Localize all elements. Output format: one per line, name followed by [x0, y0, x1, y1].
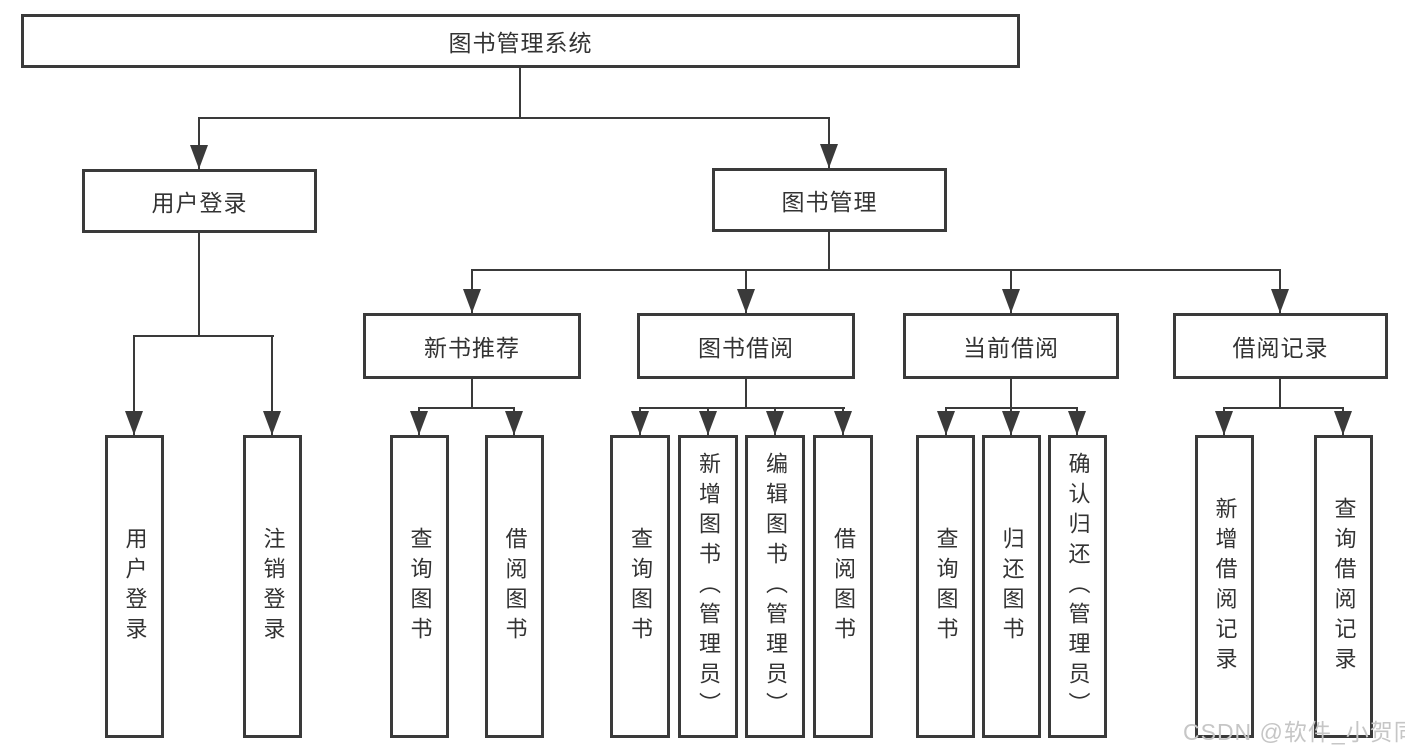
connector-line — [828, 232, 830, 271]
node-user-login-label: 用户登录 — [151, 190, 248, 216]
arrow-down-icon — [699, 411, 717, 435]
connector-line — [198, 117, 830, 119]
connector-line — [418, 407, 515, 409]
arrow-down-icon — [125, 411, 143, 435]
arrow-down-icon — [505, 411, 523, 435]
node-new-book-recommend: 新书推荐 — [363, 313, 581, 379]
leaf-current-query-books-label: 查询图书 — [933, 526, 959, 647]
arrow-down-icon — [1271, 289, 1289, 313]
connector-line — [1223, 407, 1344, 409]
connector-line — [519, 68, 521, 118]
arrow-down-icon — [263, 411, 281, 435]
arrow-down-icon — [1334, 411, 1352, 435]
connector-line — [639, 407, 845, 409]
leaf-borrowing-edit-books-admin-label: 编辑图书（管理员） — [763, 451, 788, 722]
leaf-logout-label: 注销登录 — [260, 526, 286, 647]
arrow-down-icon — [737, 289, 755, 313]
node-book-borrowing: 图书借阅 — [637, 313, 855, 379]
leaf-borrowing-borrow-books-label: 借阅图书 — [831, 526, 856, 647]
connector-line — [471, 379, 473, 409]
arrow-down-icon — [631, 411, 649, 435]
leaf-newrec-query-books: 查询图书 — [390, 435, 449, 738]
node-current-borrowing-label: 当前借阅 — [963, 335, 1059, 361]
connector-line — [745, 379, 747, 409]
connector-line — [1279, 379, 1281, 409]
leaf-newrec-query-books-label: 查询图书 — [407, 526, 433, 647]
node-borrow-records: 借阅记录 — [1173, 313, 1388, 379]
arrow-down-icon — [410, 411, 428, 435]
arrow-down-icon — [1068, 411, 1086, 435]
arrow-down-icon — [937, 411, 955, 435]
leaf-records-query-record-label: 查询借阅记录 — [1331, 496, 1357, 677]
leaf-borrowing-query-books: 查询图书 — [610, 435, 670, 738]
leaf-records-add-record-label: 新增借阅记录 — [1212, 496, 1238, 677]
arrow-down-icon — [820, 144, 838, 168]
leaf-records-query-record: 查询借阅记录 — [1314, 435, 1373, 738]
connector-line — [198, 117, 200, 169]
connector-line — [133, 335, 274, 337]
connector-line — [1010, 379, 1012, 409]
arrow-down-icon — [1002, 411, 1020, 435]
leaf-records-add-record: 新增借阅记录 — [1195, 435, 1254, 738]
node-book-management-label: 图书管理 — [781, 189, 878, 215]
leaf-borrowing-query-books-label: 查询图书 — [628, 526, 653, 647]
connector-line — [828, 117, 830, 168]
node-new-book-recommend-label: 新书推荐 — [424, 335, 520, 361]
leaf-logout: 注销登录 — [243, 435, 302, 738]
watermark: CSDN @软件_小贺同学 — [1183, 719, 1405, 745]
leaf-user-login: 用户登录 — [105, 435, 164, 738]
node-root-system-label: 图书管理系统 — [448, 30, 593, 56]
connector-line — [133, 335, 135, 435]
leaf-borrowing-edit-books-admin: 编辑图书（管理员） — [745, 435, 805, 738]
node-root-system: 图书管理系统 — [21, 14, 1020, 68]
leaf-newrec-borrow-books-label: 借阅图书 — [502, 526, 528, 647]
arrow-down-icon — [1215, 411, 1233, 435]
leaf-borrowing-add-books-admin-label: 新增图书（管理员） — [696, 451, 721, 722]
arrow-down-icon — [1002, 289, 1020, 313]
node-current-borrowing: 当前借阅 — [903, 313, 1119, 379]
leaf-current-confirm-return-admin: 确认归还（管理员） — [1048, 435, 1107, 738]
leaf-current-confirm-return-admin-label: 确认归还（管理员） — [1065, 451, 1091, 722]
leaf-user-login-label: 用户登录 — [122, 526, 148, 647]
leaf-current-return-books-label: 归还图书 — [999, 526, 1025, 647]
leaf-borrowing-add-books-admin: 新增图书（管理员） — [678, 435, 738, 738]
leaf-current-query-books: 查询图书 — [916, 435, 975, 738]
node-user-login: 用户登录 — [82, 169, 317, 233]
arrow-down-icon — [766, 411, 784, 435]
node-borrow-records-label: 借阅记录 — [1232, 335, 1329, 361]
arrow-down-icon — [834, 411, 852, 435]
node-book-management: 图书管理 — [712, 168, 947, 232]
leaf-current-return-books: 归还图书 — [982, 435, 1041, 738]
arrow-down-icon — [190, 145, 208, 169]
leaf-newrec-borrow-books: 借阅图书 — [485, 435, 544, 738]
arrow-down-icon — [463, 289, 481, 313]
leaf-borrowing-borrow-books: 借阅图书 — [813, 435, 873, 738]
connector-line — [271, 335, 273, 435]
node-book-borrowing-label: 图书借阅 — [698, 335, 794, 361]
connector-line — [471, 269, 1281, 271]
connector-line — [198, 233, 200, 337]
